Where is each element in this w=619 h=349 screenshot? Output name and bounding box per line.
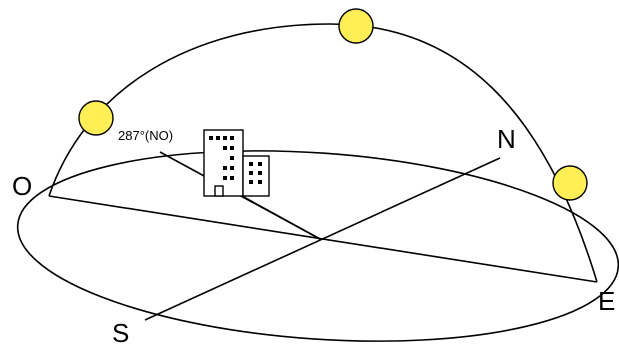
north-south-line — [145, 158, 500, 320]
building-icon — [204, 130, 269, 196]
sun-icon — [553, 166, 587, 200]
sun-icon — [79, 101, 113, 135]
west-label: O — [12, 171, 32, 201]
east-label: E — [598, 286, 615, 316]
horizon-ellipse — [11, 132, 619, 349]
south-label: S — [112, 318, 129, 348]
north-label: N — [497, 124, 516, 154]
sun-icon — [339, 9, 373, 43]
azimuth-label: 287°(NO) — [118, 128, 173, 143]
